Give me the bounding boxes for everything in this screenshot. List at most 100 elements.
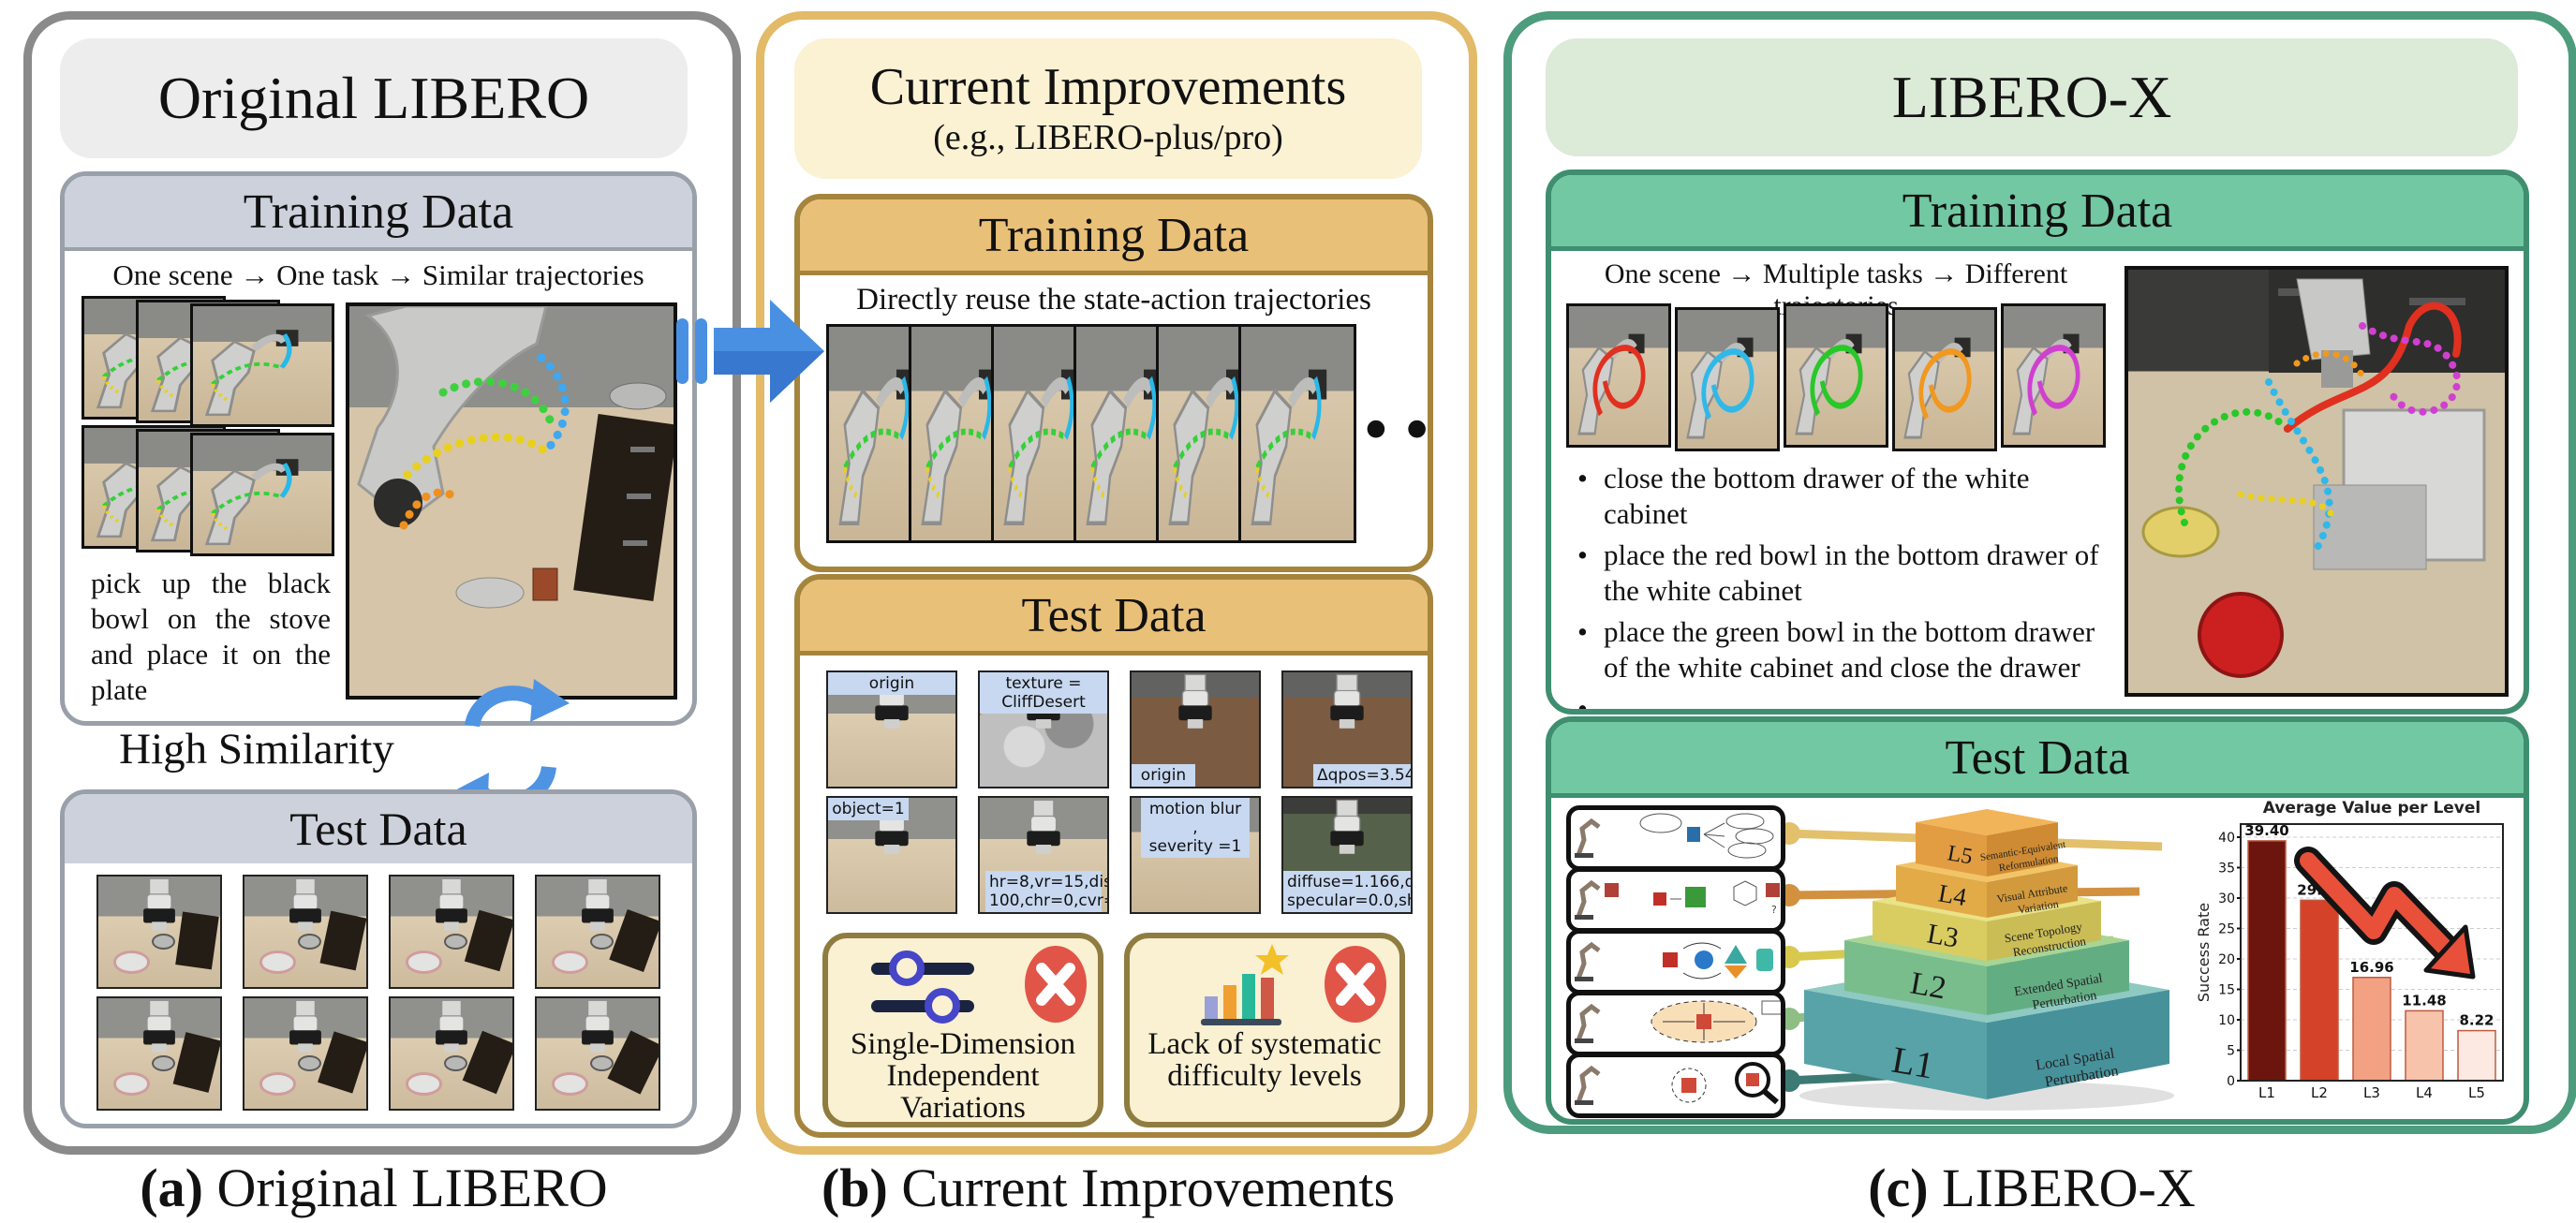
test-scene-cell xyxy=(389,875,514,989)
svg-text:39.40: 39.40 xyxy=(2244,822,2288,839)
panel-c-training-header-text: Training Data xyxy=(1902,184,2173,238)
panel-c-title: LIBERO-X xyxy=(1546,38,2518,156)
variation-label-chip: Δqpos=3.54 xyxy=(1313,764,1411,787)
test-scene-cell xyxy=(535,875,660,989)
level-thumb-glyph xyxy=(1605,936,1781,982)
issue-difficulty-levels-text: Lack of systematic difficulty levels xyxy=(1147,1027,1382,1093)
variation-scene-cell: object=1 xyxy=(826,796,957,914)
task-bullet-list: close the bottom drawer of the white cab… xyxy=(1572,461,2113,709)
svg-text:?: ? xyxy=(1771,904,1777,916)
panel-b-training-box: Training Data Directly reuse the state-a… xyxy=(794,194,1433,572)
svg-text:16.96: 16.96 xyxy=(2349,959,2393,976)
variation-label-chip: motion blur , severity =1 xyxy=(1141,798,1250,858)
plate-prop xyxy=(405,950,443,974)
task-bullet-item: place the red bowl in the bottom drawer … xyxy=(1572,538,2113,609)
svg-text:35: 35 xyxy=(2218,862,2235,877)
svg-text:40: 40 xyxy=(2218,831,2235,846)
svg-text:5: 5 xyxy=(2227,1044,2235,1059)
trajectory-overlay-image xyxy=(346,302,677,700)
svg-text:Success Rate: Success Rate xyxy=(2196,903,2213,1002)
panel-c-test-header: Test Data xyxy=(1551,722,2524,798)
task-bullet-item: ...... xyxy=(1572,691,2113,709)
caption-a-text: Original LIBERO xyxy=(202,1157,608,1218)
panel-a-training-box: Training Data One scene → One task → Sim… xyxy=(60,171,697,726)
panel-b-training-tagline: Directly reuse the state-action trajecto… xyxy=(856,283,1371,317)
panel-c-training-box: Training Data One scene → Multiple tasks… xyxy=(1546,169,2529,715)
panel-a-training-header-text: Training Data xyxy=(243,184,514,239)
panel-a-test-header: Test Data xyxy=(65,794,692,863)
svg-text:L4: L4 xyxy=(1936,878,1969,911)
multi-task-frame xyxy=(2001,303,2106,448)
svg-text:15: 15 xyxy=(2218,983,2235,998)
caption-a-tag: (a) xyxy=(140,1157,203,1218)
svg-text:30: 30 xyxy=(2218,891,2235,906)
svg-text:8.22: 8.22 xyxy=(2459,1012,2494,1029)
multi-task-frame xyxy=(1784,303,1888,448)
variation-label-chip: hr=8,vr=15,dis= 100,chr=0,cvr=0 xyxy=(985,871,1107,912)
panel-c-title-text: LIBERO-X xyxy=(1891,64,2172,130)
variation-label-chip: diffuse=1.166,dir=0.0, specular=0.0,shad… xyxy=(1283,871,1411,912)
svg-text:25: 25 xyxy=(2218,922,2235,937)
variation-scene-cell: texture = CliffDesert xyxy=(978,670,1109,788)
plate-prop xyxy=(112,1071,151,1096)
level-thumb-visual: ? xyxy=(1566,867,1785,933)
svg-text:L2: L2 xyxy=(1908,965,1949,1006)
panel-original-libero: Original LIBERO Training Data One scene … xyxy=(23,11,741,1155)
level-thumb-glyph xyxy=(1605,997,1781,1044)
caption-b-tag: (b) xyxy=(821,1157,888,1218)
svg-text:L5: L5 xyxy=(2468,1084,2485,1101)
bar-chart-star-icon xyxy=(1197,942,1300,1028)
panel-b-test-body: Single-Dimension Independent Variations xyxy=(800,656,1428,1127)
variation-scene-cell: origin xyxy=(826,670,957,788)
test-scene-cell xyxy=(389,996,514,1111)
variation-label-chip: origin xyxy=(828,672,955,695)
svg-text:L3: L3 xyxy=(2363,1084,2380,1101)
bowl-prop xyxy=(444,933,467,950)
multi-trajectory-overlay-image xyxy=(2124,266,2509,697)
plate-prop xyxy=(551,1071,589,1096)
panel-c-training-body: One scene → Multiple tasks → Different t… xyxy=(1551,251,2524,709)
panel-b-test-header-text: Test Data xyxy=(1021,588,1207,642)
red-x-icon xyxy=(1023,944,1088,1024)
panel-b-test-box: Test Data xyxy=(794,574,1433,1138)
plate-prop xyxy=(405,1071,443,1096)
panel-c-training-header: Training Data xyxy=(1551,175,2524,251)
level-thumb-extended xyxy=(1566,991,1785,1056)
panel-libero-x: LIBERO-X Training Data One scene → Multi… xyxy=(1503,11,2576,1134)
panel-b-training-body: Directly reuse the state-action trajecto… xyxy=(800,275,1428,561)
reused-trajectory-frames xyxy=(826,324,1369,549)
level-thumb-glyph: ? xyxy=(1605,874,1781,921)
bowl-prop xyxy=(590,933,614,950)
svg-text:20: 20 xyxy=(2218,952,2235,967)
panel-a-training-tagline: One scene → One task → Similar trajector… xyxy=(112,258,644,291)
plate-prop xyxy=(259,950,297,974)
multi-task-frame xyxy=(1566,303,1671,448)
panel-a-training-header: Training Data xyxy=(65,176,692,251)
training-trajectory-thumbnails xyxy=(81,296,344,564)
reused-frame xyxy=(1238,324,1356,543)
panel-b-title: Current Improvements (e.g., LIBERO-plus/… xyxy=(794,38,1422,179)
bowl-prop xyxy=(590,1054,614,1071)
panel-c-test-header-text: Test Data xyxy=(1945,730,2130,785)
svg-text:0: 0 xyxy=(2227,1074,2235,1089)
plate-prop xyxy=(112,950,151,974)
multi-task-frame xyxy=(1675,307,1780,451)
panel-a-test-grid xyxy=(65,863,692,1114)
issue-single-dimension-text: Single-Dimension Independent Variations xyxy=(850,1027,1076,1125)
sliders-icon xyxy=(866,948,987,1026)
caption-a: (a) Original LIBERO xyxy=(23,1157,724,1219)
panel-b-test-header: Test Data xyxy=(800,580,1428,656)
caption-b: (b) Current Improvements xyxy=(756,1157,1460,1219)
bowl-prop xyxy=(152,933,175,950)
svg-text:L1: L1 xyxy=(2258,1084,2275,1101)
bowl-prop xyxy=(152,1054,175,1071)
panel-b-title-text: Current Improvements xyxy=(869,58,1347,116)
training-frame xyxy=(190,433,334,556)
variation-scene-cell: Δqpos=3.54 xyxy=(1281,670,1413,788)
issue-single-dimension: Single-Dimension Independent Variations xyxy=(822,933,1103,1127)
variation-label-chip: object=1 xyxy=(828,798,909,820)
svg-text:L4: L4 xyxy=(2416,1084,2433,1101)
